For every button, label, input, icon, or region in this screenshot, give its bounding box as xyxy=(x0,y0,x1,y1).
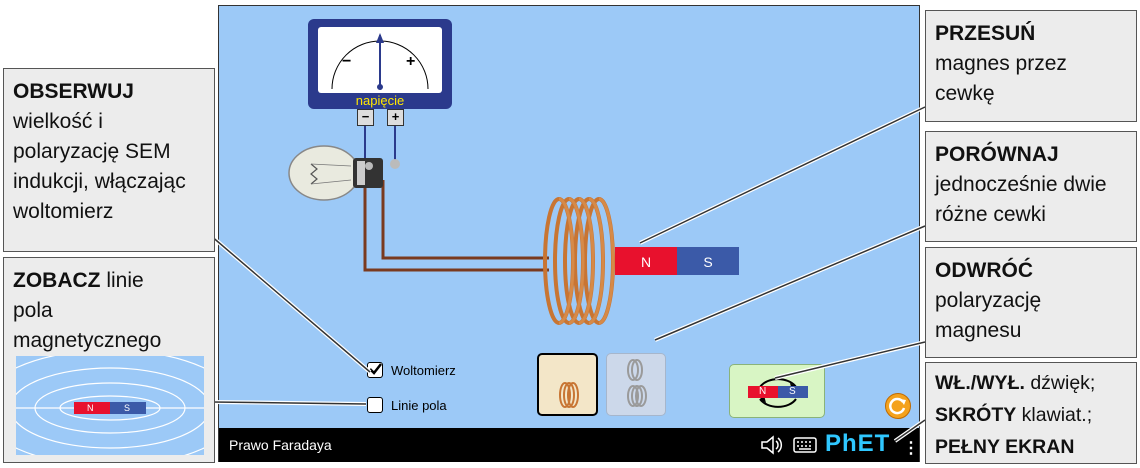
voltmeter-label: napięcie xyxy=(355,93,405,108)
callout-flip-title: ODWRÓĆ xyxy=(935,259,1033,282)
callout-move-line2: cewkę xyxy=(935,82,995,105)
coil-wire-2 xyxy=(381,180,549,260)
one-coil-button[interactable] xyxy=(537,353,598,416)
voltmeter-checkbox[interactable] xyxy=(367,362,383,378)
callout-flip-line2: magnesu xyxy=(935,319,1022,342)
callout-observe-line2: polaryzację SEM xyxy=(13,140,171,163)
check-icon xyxy=(369,363,382,375)
voltmeter-terminal-plus[interactable]: + xyxy=(387,109,404,126)
callout-move-magnet: PRZESUŃ magnes przez cewkę xyxy=(925,10,1137,122)
flip-south-label: S xyxy=(789,386,796,397)
voltmeter-plus-sign: + xyxy=(406,53,416,70)
magnet-north-label: N xyxy=(641,254,651,270)
callout-move-title: PRZESUŃ xyxy=(935,22,1036,45)
field-lines-image xyxy=(16,356,204,455)
callout-sound-title: WŁ./WYŁ. xyxy=(935,372,1025,394)
coil-icon xyxy=(559,382,579,408)
callout-field-line1: pola xyxy=(13,299,53,322)
sim-title: Prawo Faradaya xyxy=(229,437,332,453)
voltmeter-terminal-minus[interactable]: − xyxy=(357,109,374,126)
callout-field-after-title: linie xyxy=(100,269,144,292)
callout-navbar-features: WŁ./WYŁ. dźwięk; SKRÓTY klawiat.; PEŁNY … xyxy=(925,362,1137,464)
phet-menu-icon[interactable]: ⋮ xyxy=(903,440,919,457)
callout-field-line2: magnetycznego xyxy=(13,329,162,352)
sound-icon[interactable] xyxy=(759,434,783,456)
reset-all-button[interactable] xyxy=(885,393,911,419)
voltmeter[interactable]: − + napięcie xyxy=(308,19,452,109)
two-coils-button[interactable] xyxy=(606,353,666,416)
flip-arrows-icon xyxy=(748,378,808,408)
callout-compare-title: PORÓWNAJ xyxy=(935,143,1059,166)
voltmeter-needle xyxy=(331,33,429,90)
callout-flip-line1: polaryzację xyxy=(935,289,1042,312)
field-lines-checkbox[interactable] xyxy=(367,397,383,413)
callout-shortcuts-title: SKRÓTY xyxy=(935,404,1017,426)
callout-observe-line4: woltomierz xyxy=(13,200,114,223)
callout-observe-line3: indukcji, włączając xyxy=(13,170,186,193)
callout-compare-line1: jednocześnie dwie xyxy=(935,173,1107,196)
field-lines-illustration: N S xyxy=(16,356,204,455)
callout-observe-line1: wielkość i xyxy=(13,110,103,133)
callout-shortcuts-rest: klawiat.; xyxy=(1016,404,1093,426)
field-image-south-label: S xyxy=(124,403,131,413)
navigation-bar: Prawo Faradaya PhET ⋮ xyxy=(219,428,919,462)
field-image-north-label: N xyxy=(87,403,94,413)
callout-compare-coils: PORÓWNAJ jednocześnie dwie różne cewki xyxy=(925,131,1137,242)
callout-fullscreen-title: PEŁNY EKRAN xyxy=(935,436,1075,458)
coil-front xyxy=(558,197,615,325)
voltmeter-checkbox-label: Woltomierz xyxy=(391,363,456,378)
bar-magnet[interactable]: N S xyxy=(615,247,739,275)
callout-observe-title: OBSERWUJ xyxy=(13,80,134,103)
callout-observe-emf: OBSERWUJ wielkość i polaryzację SEM indu… xyxy=(3,68,215,252)
callout-compare-line2: różne cewki xyxy=(935,203,1046,226)
flip-magnet-button[interactable]: N S xyxy=(729,364,825,418)
magnet-south-label: S xyxy=(703,254,712,270)
two-coils-icon xyxy=(627,359,647,407)
callout-flip-polarity: ODWRÓĆ polaryzację magnesu xyxy=(925,247,1137,358)
keyboard-icon[interactable] xyxy=(793,437,817,453)
callout-move-line1: magnes przez xyxy=(935,52,1067,75)
flip-north-label: N xyxy=(759,386,767,397)
voltmeter-dial: − + xyxy=(318,27,442,93)
callout-sound-rest: dźwięk; xyxy=(1024,372,1096,394)
phet-logo[interactable]: PhET xyxy=(825,430,891,457)
lightbulb xyxy=(288,145,400,201)
voltmeter-minus-sign: − xyxy=(342,53,352,70)
callout-field-title: ZOBACZ xyxy=(13,269,101,292)
reset-icon xyxy=(889,397,906,415)
field-lines-checkbox-label: Linie pola xyxy=(391,398,447,413)
